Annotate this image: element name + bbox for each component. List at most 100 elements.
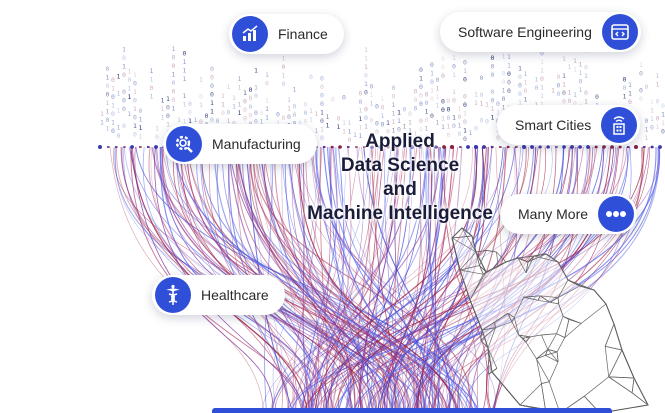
svg-text:0: 0 [260,109,264,117]
heading-line-4: Machine Intelligence [307,203,493,224]
svg-text:1: 1 [463,67,467,75]
svg-text:0: 0 [254,117,258,125]
svg-text:0: 0 [540,75,544,83]
svg-text:0: 0 [304,118,308,126]
svg-text:1: 1 [183,101,187,109]
svg-text:0: 0 [419,126,423,134]
svg-text:0: 0 [122,105,126,113]
svg-text:0: 0 [463,58,467,66]
svg-text:0: 0 [210,82,214,90]
svg-text:1: 1 [452,71,456,79]
svg-text:1: 1 [155,124,159,132]
svg-text:1: 1 [342,119,346,127]
svg-text:0: 0 [392,84,396,92]
svg-text:0: 0 [463,135,467,143]
svg-text:0: 0 [348,136,352,144]
svg-text:1: 1 [128,93,132,101]
svg-text:1: 1 [177,116,181,124]
svg-text:0: 0 [375,102,379,110]
svg-text:1: 1 [111,101,115,109]
svg-text:0: 0 [441,97,445,105]
svg-text:1: 1 [117,73,121,81]
svg-text:1: 1 [183,118,187,126]
svg-text:1: 1 [656,123,660,131]
svg-text:0: 0 [133,96,137,104]
svg-text:0: 0 [480,117,484,125]
svg-text:1: 1 [128,68,132,76]
svg-text:0: 0 [106,65,110,73]
svg-text:1: 1 [359,124,363,132]
sector-software-engineering[interactable]: Software Engineering [440,12,641,52]
svg-text:0: 0 [282,63,286,71]
sector-finance[interactable]: Finance [229,14,344,54]
svg-text:0: 0 [117,132,121,140]
svg-text:0: 0 [359,90,363,98]
svg-text:0: 0 [419,92,423,100]
svg-text:0: 0 [491,97,495,105]
svg-text:1: 1 [656,72,660,80]
svg-text:1: 1 [628,89,632,97]
svg-text:0: 0 [392,92,396,100]
svg-text:1: 1 [507,61,511,69]
svg-text:1: 1 [419,134,423,142]
svg-text:0: 0 [111,127,115,135]
svg-text:1: 1 [579,86,583,94]
svg-text:0: 0 [172,87,176,95]
svg-text:0: 0 [518,90,522,98]
svg-text:0: 0 [441,63,445,71]
svg-text:1: 1 [265,71,269,79]
svg-text:1: 1 [584,72,588,80]
svg-text:1: 1 [106,73,110,81]
svg-text:0: 0 [463,101,467,109]
svg-text:0: 0 [447,97,451,105]
svg-text:0: 0 [430,95,434,103]
svg-text:1: 1 [524,96,528,104]
svg-text:1: 1 [447,122,451,130]
svg-text:0: 0 [122,122,126,130]
svg-text:1: 1 [210,107,214,115]
svg-text:1: 1 [650,107,654,115]
sector-label: Software Engineering [458,24,592,40]
svg-text:0: 0 [293,111,297,119]
svg-text:1: 1 [403,122,407,130]
svg-text:1: 1 [441,123,445,131]
svg-text:1: 1 [238,109,242,117]
svg-text:1: 1 [133,122,137,130]
svg-text:0: 0 [320,117,324,125]
svg-text:1: 1 [150,67,154,75]
svg-text:0: 0 [425,116,429,124]
svg-text:0: 0 [320,75,324,83]
svg-text:1: 1 [122,45,126,53]
svg-text:0: 0 [133,130,137,138]
svg-text:1: 1 [425,133,429,141]
svg-text:0: 0 [562,89,566,97]
svg-text:1: 1 [117,90,121,98]
svg-text:1: 1 [623,93,627,101]
svg-text:1: 1 [359,115,363,123]
sector-smart-cities[interactable]: Smart Cities [497,105,641,145]
svg-text:1: 1 [408,127,412,135]
svg-text:0: 0 [628,98,632,106]
svg-text:0: 0 [397,126,401,134]
svg-text:1: 1 [568,89,572,97]
svg-text:1: 1 [309,107,313,115]
sector-many-more[interactable]: Many More [500,194,638,234]
sector-healthcare[interactable]: Healthcare [152,275,285,315]
svg-text:0: 0 [133,113,137,121]
svg-text:0: 0 [650,124,654,132]
svg-text:0: 0 [287,113,291,121]
svg-text:0: 0 [249,111,253,119]
svg-text:1: 1 [579,69,583,77]
svg-text:1: 1 [364,46,368,54]
sector-manufacturing[interactable]: Manufacturing [163,124,317,164]
svg-text:0: 0 [463,92,467,100]
svg-text:1: 1 [353,131,357,139]
svg-text:1: 1 [100,119,104,127]
more-dots-icon [598,196,635,232]
svg-text:1: 1 [111,84,115,92]
svg-text:1: 1 [232,94,236,102]
svg-text:0: 0 [436,76,440,84]
svg-text:0: 0 [419,66,423,74]
svg-text:0: 0 [122,96,126,104]
svg-text:0: 0 [639,95,643,103]
